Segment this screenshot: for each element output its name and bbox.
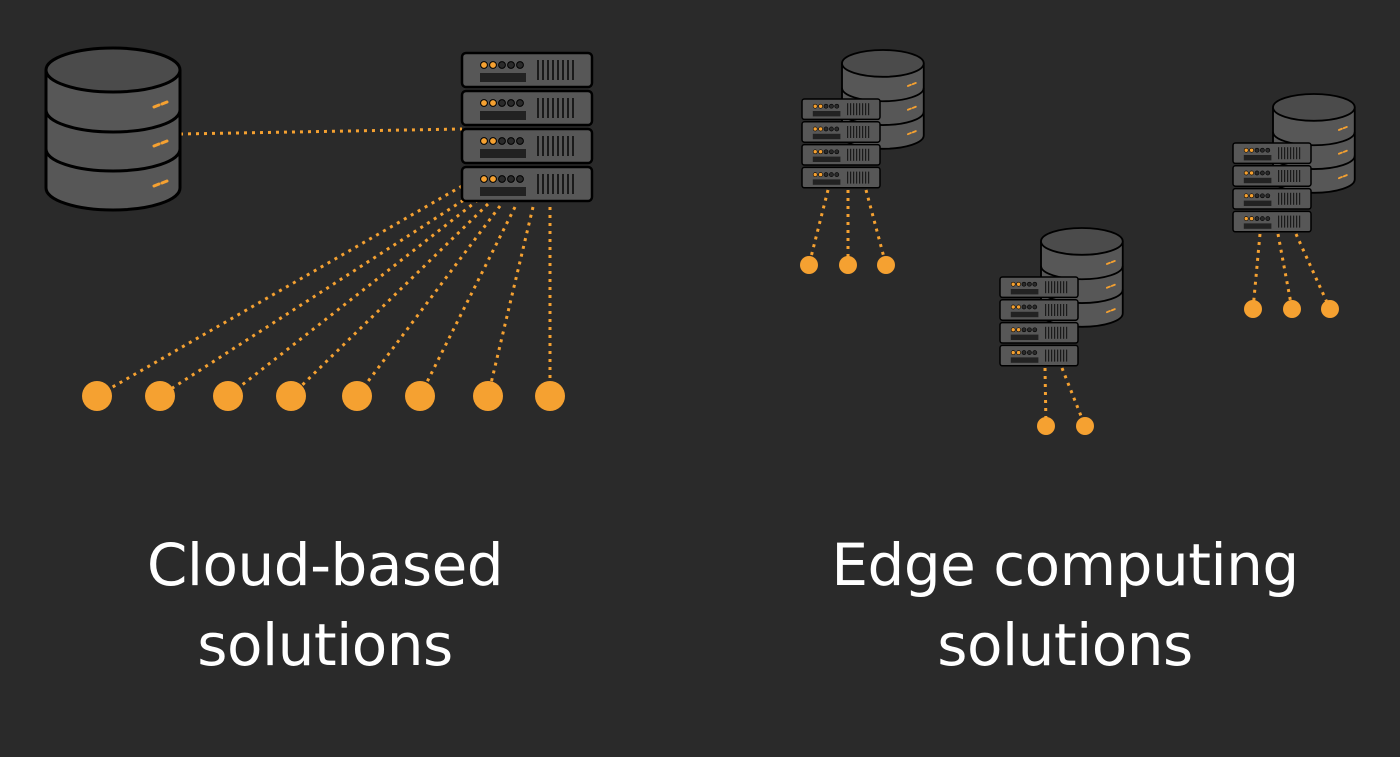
client-link-1 xyxy=(96,184,463,398)
edge-node-2 xyxy=(1000,227,1124,435)
client-node-icon xyxy=(213,381,243,411)
edge-node-1 xyxy=(800,49,925,274)
client-node-icon xyxy=(535,381,565,411)
client-node-icon xyxy=(1076,417,1094,435)
client-node-icon xyxy=(82,381,112,411)
cloud-label-line1: Cloud-based xyxy=(146,531,504,599)
client-node-icon xyxy=(1244,300,1262,318)
client-node-icon xyxy=(405,381,435,411)
client-node-icon xyxy=(145,381,175,411)
client-link-3 xyxy=(227,198,479,398)
client-node-icon xyxy=(800,256,818,274)
client-node-icon xyxy=(877,256,895,274)
client-node-icon xyxy=(1283,300,1301,318)
client-node-icon xyxy=(1037,417,1055,435)
client-link-4 xyxy=(289,202,490,398)
edge-solutions-label: Edge computing solutions xyxy=(810,525,1320,685)
cloud-client-links xyxy=(96,184,552,398)
client-link-2 xyxy=(159,194,471,398)
client-link-7 xyxy=(486,206,535,397)
server-rack-icon xyxy=(462,53,592,201)
client-node-icon xyxy=(342,381,372,411)
cloud-clients xyxy=(82,381,565,411)
cloud-label-line2: solutions xyxy=(197,611,453,679)
client-node-icon xyxy=(276,381,306,411)
client-link-6 xyxy=(418,206,517,397)
db-link-line xyxy=(179,127,463,136)
client-node-icon xyxy=(839,256,857,274)
edge-node-3 xyxy=(1233,93,1356,318)
client-node-icon xyxy=(473,381,503,411)
edge-label-line1: Edge computing xyxy=(831,531,1299,599)
cloud-solutions-label: Cloud-based solutions xyxy=(100,525,550,685)
cloud-group xyxy=(44,46,592,411)
client-node-icon xyxy=(1321,300,1339,318)
edge-label-line2: solutions xyxy=(937,611,1193,679)
database-icon xyxy=(44,46,182,212)
